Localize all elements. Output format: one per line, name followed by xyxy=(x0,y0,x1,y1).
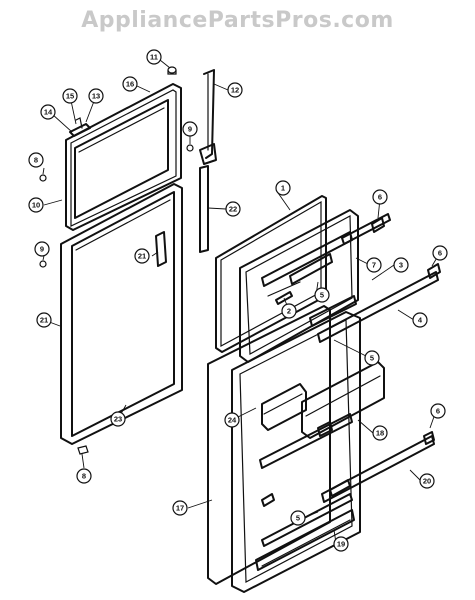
svg-text:5: 5 xyxy=(370,354,374,363)
callout-12: 12 xyxy=(227,82,243,98)
svg-text:6: 6 xyxy=(378,193,382,202)
svg-text:5: 5 xyxy=(320,291,324,300)
callout-21-gasket: 21 xyxy=(36,312,52,328)
freezer-door-gasket xyxy=(65,83,182,231)
callout-6-top: 6 xyxy=(372,189,388,205)
callout-22: 22 xyxy=(225,201,241,217)
callout-19: 19 xyxy=(333,536,349,552)
site-watermark: AppliancePartsPros.com xyxy=(81,8,394,33)
shelf-end-caps xyxy=(371,217,441,445)
svg-text:5: 5 xyxy=(296,514,300,523)
callout-8-upper: 8 xyxy=(28,152,44,168)
svg-text:19: 19 xyxy=(337,540,345,549)
svg-text:18: 18 xyxy=(376,429,384,438)
callout-13: 13 xyxy=(88,88,104,104)
upper-hinge xyxy=(69,117,91,137)
callout-14: 14 xyxy=(40,104,56,120)
svg-text:6: 6 xyxy=(438,249,442,258)
svg-text:22: 22 xyxy=(229,205,237,214)
svg-text:2: 2 xyxy=(287,307,291,316)
callout-8-lower: 8 xyxy=(76,468,92,484)
svg-text:17: 17 xyxy=(176,504,184,513)
divider-trim xyxy=(199,165,209,253)
svg-text:8: 8 xyxy=(34,156,38,165)
svg-text:23: 23 xyxy=(114,415,122,424)
callout-3: 3 xyxy=(393,257,409,273)
callout-21-handle: 21 xyxy=(134,248,150,264)
callout-2: 2 xyxy=(281,303,297,319)
svg-text:15: 15 xyxy=(66,92,74,101)
freezer-door-panel xyxy=(74,99,169,219)
callout-11: 11 xyxy=(146,49,162,65)
svg-text:24: 24 xyxy=(228,416,237,425)
svg-text:1: 1 xyxy=(281,184,285,193)
callout-5-lower: 5 xyxy=(290,510,306,526)
svg-text:20: 20 xyxy=(423,477,431,486)
freezer-liner xyxy=(239,209,439,363)
svg-text:3: 3 xyxy=(399,261,403,270)
center-hinge xyxy=(199,69,217,165)
callout-10: 10 xyxy=(28,197,44,213)
callout-18: 18 xyxy=(372,425,388,441)
callout-15: 15 xyxy=(62,88,78,104)
svg-text:21: 21 xyxy=(40,316,48,325)
callout-6-middle: 6 xyxy=(432,245,448,261)
callout-20: 20 xyxy=(419,473,435,489)
callout-16: 16 xyxy=(122,76,138,92)
callout-9-upper: 9 xyxy=(182,121,198,137)
callout-4: 4 xyxy=(412,312,428,328)
svg-text:11: 11 xyxy=(150,53,158,62)
hinge-cap xyxy=(167,66,177,75)
svg-text:16: 16 xyxy=(126,80,134,89)
svg-text:12: 12 xyxy=(231,86,239,95)
svg-text:10: 10 xyxy=(32,201,40,210)
callout-1: 1 xyxy=(275,180,291,196)
fresh-food-liner xyxy=(231,311,435,593)
svg-text:13: 13 xyxy=(92,92,100,101)
svg-text:14: 14 xyxy=(44,108,53,117)
svg-text:7: 7 xyxy=(372,261,376,270)
callout-9-lower: 9 xyxy=(34,241,50,257)
svg-text:21: 21 xyxy=(138,252,146,261)
fresh-food-door-gasket xyxy=(60,183,183,445)
door-shelf-20 xyxy=(321,435,435,503)
shoulder-screws xyxy=(39,144,194,455)
door-handle xyxy=(155,231,167,267)
svg-text:4: 4 xyxy=(418,316,423,325)
svg-text:6: 6 xyxy=(436,407,440,416)
fresh-food-door-panel xyxy=(71,191,175,437)
svg-text:9: 9 xyxy=(40,245,44,254)
svg-text:8: 8 xyxy=(82,472,86,481)
callout-7: 7 xyxy=(366,257,382,273)
svg-text:9: 9 xyxy=(188,125,192,134)
callout-5-middle: 5 xyxy=(364,350,380,366)
freezer-door-rail xyxy=(341,213,391,245)
callout-17: 17 xyxy=(172,500,188,516)
callout-6-bottom: 6 xyxy=(430,403,446,419)
callout-5-freezer: 5 xyxy=(314,287,330,303)
callout-23: 23 xyxy=(110,411,126,427)
callout-24: 24 xyxy=(224,412,240,428)
